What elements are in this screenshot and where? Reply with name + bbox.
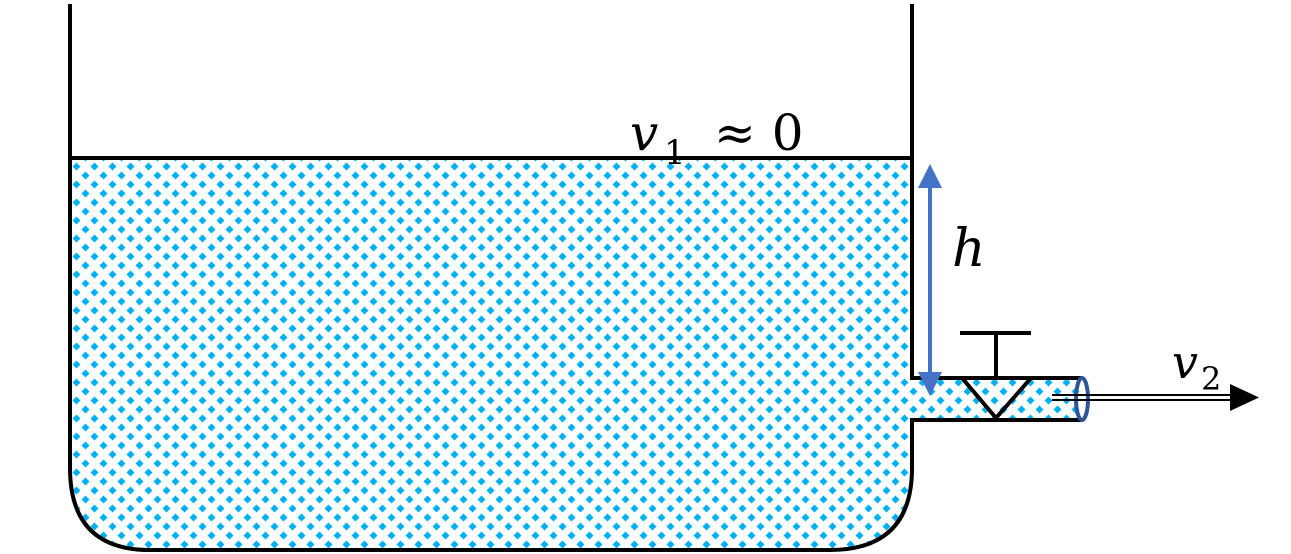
v1-relation: ≈ 0	[714, 104, 804, 162]
v1-subscript: 1	[664, 133, 686, 173]
v2-symbol: v	[1172, 335, 1198, 389]
pipe-water	[818, 378, 1080, 418]
label-v2: v 2	[1172, 335, 1221, 398]
tank-wall	[68, 4, 914, 552]
v1-symbol: v	[630, 104, 658, 162]
label-v1: v 1 ≈ 0	[630, 104, 804, 173]
label-h: h	[952, 219, 986, 279]
valve-icon	[957, 331, 1036, 422]
height-arrow	[918, 164, 942, 396]
outflow-arrow	[1052, 384, 1259, 411]
tank-water	[70, 158, 912, 550]
v2-subscript: 2	[1201, 360, 1221, 398]
